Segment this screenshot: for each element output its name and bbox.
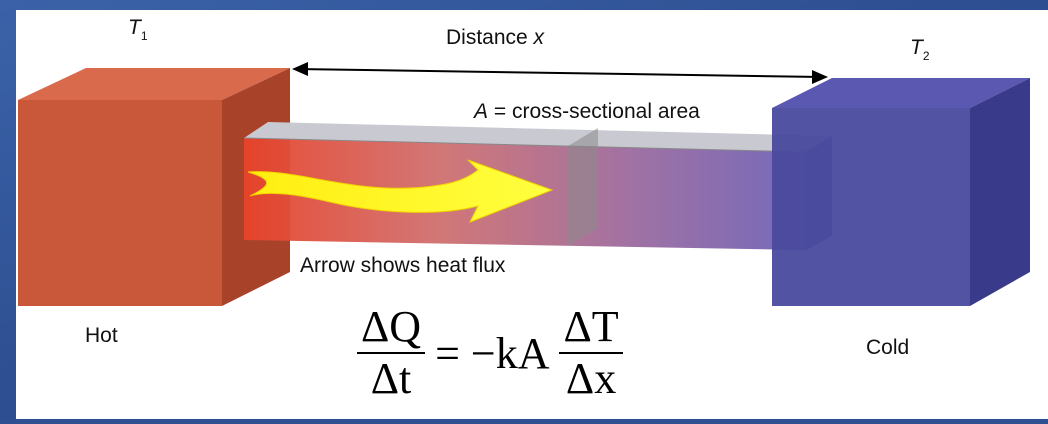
- t1-label: T1: [128, 16, 148, 43]
- distance-arrow: [292, 62, 828, 84]
- rod-edge: [243, 137, 807, 153]
- rod-top-face: [244, 122, 832, 152]
- heat-flux-arrow: [247, 159, 554, 223]
- t2-label: T2: [910, 36, 930, 63]
- cold-block: [772, 78, 1030, 306]
- lhs-fraction: ΔQ Δt: [357, 302, 426, 404]
- distance-arrowhead-right: [812, 70, 828, 84]
- cross-section-plane: [568, 128, 598, 246]
- cold-block-side: [970, 78, 1030, 306]
- distance-label: Distance x: [446, 26, 545, 49]
- hot-block-top: [18, 68, 290, 100]
- hot-block-front: [18, 100, 222, 306]
- rhs-fraction: ΔT Δx: [559, 302, 623, 404]
- cold-label: Cold: [866, 336, 910, 359]
- cold-block-front: [772, 108, 970, 306]
- equation-middle: = −kA: [435, 328, 550, 378]
- cold-block-top: [772, 78, 1030, 108]
- distance-line: [295, 68, 823, 78]
- rhs-denominator: Δx: [565, 354, 617, 403]
- fourier-law-equation: ΔQ Δt = −kA ΔT Δx: [357, 302, 623, 404]
- lhs-numerator: ΔQ: [357, 302, 426, 354]
- heat-flux-caption: Arrow shows heat flux: [300, 254, 506, 277]
- distance-arrowhead-left: [292, 62, 308, 76]
- rhs-numerator: ΔT: [559, 302, 623, 354]
- hot-label: Hot: [85, 324, 118, 347]
- lhs-denominator: Δt: [370, 354, 412, 403]
- area-label: A = cross-sectional area: [474, 100, 700, 123]
